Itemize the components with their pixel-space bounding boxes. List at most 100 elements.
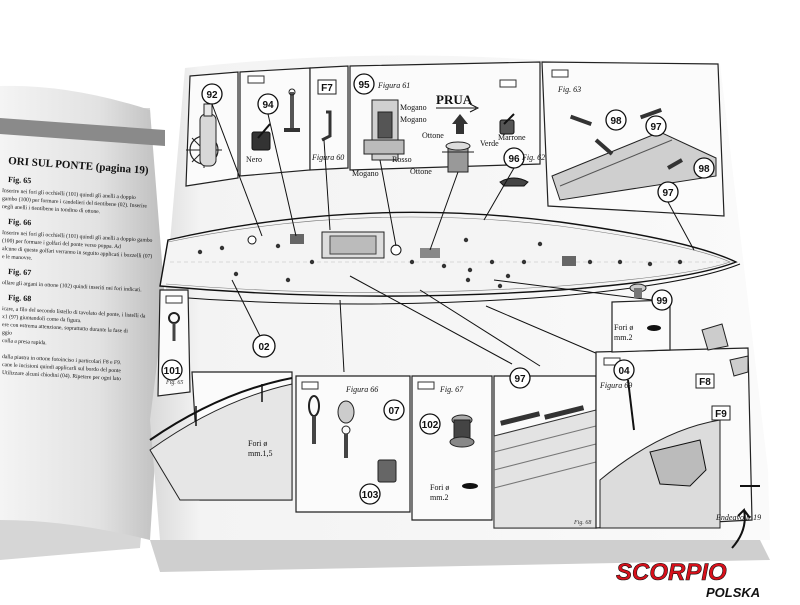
figure-99-box: [611, 299, 671, 353]
figure-67-box: [411, 375, 493, 521]
paint-pot-drawing-2: [499, 113, 515, 135]
deck-fitting: [537, 241, 543, 247]
label-fori-3b: mm.2: [614, 333, 632, 342]
part-number-102: [419, 413, 441, 435]
glue-icon-6: [417, 381, 435, 390]
f9-part: [729, 355, 749, 377]
drill-hole-2: [647, 325, 661, 331]
assembly-arrow-1: [594, 138, 614, 156]
bow-drawing: [551, 131, 717, 201]
part-number-97a-text: 97: [650, 122, 662, 133]
label-fori-1: Fori ø: [248, 439, 267, 448]
f7-label: F7: [321, 83, 333, 94]
prua-arrow: [436, 103, 480, 113]
plank-line-3: [493, 461, 597, 489]
label-figura66: Figura 66: [345, 385, 378, 394]
deck-fitting: [647, 261, 653, 267]
label-fori-1b: mm.1,5: [248, 449, 272, 458]
assembly-arrow-2: [667, 158, 683, 170]
eyebolt-drawing: [168, 312, 180, 341]
deck-fitting: [197, 249, 203, 255]
deck-fitting: [219, 245, 225, 251]
deck-fitting: [441, 263, 447, 269]
label-marrone: Marrone: [498, 133, 526, 142]
label-fig67: Fig. 67: [439, 385, 464, 394]
label-fori-2: Fori ø: [430, 483, 449, 492]
deckhouse-top: [329, 235, 377, 255]
part-number-07: [383, 399, 405, 421]
eye-ring-drawing: [308, 395, 320, 444]
scorpio-polska-logo: SCORPIO POLSKA: [616, 507, 760, 600]
part-number-98a: [605, 109, 627, 131]
part-number-04-text: 04: [618, 366, 630, 377]
label-mogano-2: Mogano: [400, 115, 427, 124]
label-fori-3: Fori ø: [614, 323, 633, 332]
deck-line-1: [167, 216, 731, 263]
page-stack-bottom: [150, 540, 770, 572]
label-ottone-1: Ottone: [422, 131, 444, 140]
left-fig-heading: Fig. 66: [8, 217, 32, 227]
plank-piece-1: [569, 114, 592, 126]
label-prua: PRUA: [436, 92, 473, 107]
deck-line-2: [165, 261, 731, 293]
deck-fitting: [309, 259, 315, 265]
part-number-07-text: 07: [388, 406, 400, 417]
plank-piece-2: [639, 108, 662, 120]
deck-outline: [159, 211, 738, 297]
part-number-103-text: 103: [362, 490, 379, 501]
part-number-98b: [693, 157, 715, 179]
part-number-97c: [509, 367, 531, 389]
deck-fittings: [197, 237, 683, 289]
nail-drawing: [627, 379, 635, 431]
part-number-96-text: 96: [508, 154, 520, 165]
bow-plank: [559, 139, 673, 187]
deck-plan: [159, 211, 741, 305]
direction-arrow-up: [452, 114, 468, 134]
f8-part: [701, 323, 729, 351]
ship-wheel-drawing: [186, 103, 222, 168]
label-verde: Verde: [480, 139, 499, 148]
capstan-drawing: [363, 99, 405, 161]
glue-icon-2: [499, 79, 517, 88]
label-fig62: Fig. 62: [521, 153, 545, 162]
deck-fitting: [521, 259, 527, 265]
label-f8: F8: [699, 377, 711, 388]
deck-fitting: [409, 259, 415, 265]
deck-fitting: [505, 273, 511, 279]
label-rosso: Rosso: [392, 155, 412, 164]
leader-lines: [211, 103, 695, 373]
deck-fitting: [467, 267, 473, 273]
drill-hole-1: [462, 483, 478, 489]
deck-fitting: [489, 259, 495, 265]
hatch-2: [420, 248, 440, 258]
paint-pot-drawing: [251, 123, 271, 151]
part-number-95-text: 95: [358, 80, 370, 91]
rail-line: [159, 263, 741, 305]
label-fig65: Fig. 65: [165, 380, 183, 386]
part-number-103: [359, 483, 381, 505]
label-f9: F9: [715, 409, 727, 420]
deck-fitting: [587, 259, 593, 265]
label-fig63: Fig. 63: [557, 85, 581, 94]
part-number-98b-text: 98: [698, 164, 710, 175]
part-number-99: [651, 289, 673, 311]
deck-fitting: [497, 283, 503, 289]
label-fori-2b: mm.2: [430, 493, 448, 502]
deck-fitting: [285, 277, 291, 283]
stanchion-drawing: [284, 88, 300, 132]
logo-brand: SCORPIO: [616, 559, 727, 586]
strip-part-1: [500, 411, 541, 426]
label-fig68: Fig. 68: [573, 520, 591, 526]
left-page: [0, 85, 165, 540]
label-ottone-2: Ottone: [410, 167, 432, 176]
deck-fitting: [463, 237, 469, 243]
deck-fitting: [275, 243, 281, 249]
left-header-bar: [0, 118, 165, 146]
f8-tag: [695, 373, 715, 389]
label-nero: Nero: [246, 155, 262, 164]
part-number-97a: [645, 115, 667, 137]
hull-drawing: [149, 383, 293, 501]
part-number-02-text: 02: [258, 342, 270, 353]
left-instruction-line: ggio: [2, 330, 12, 337]
